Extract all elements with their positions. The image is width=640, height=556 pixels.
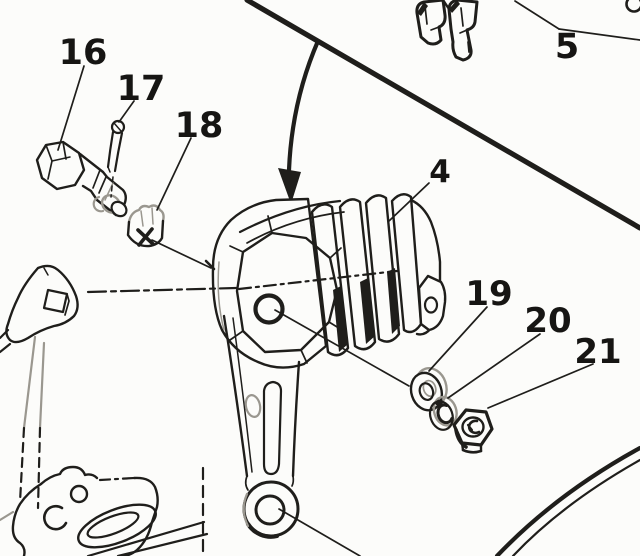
callout-label-17: 17 — [117, 69, 166, 109]
cotter-pin-17-drawing — [106, 119, 126, 198]
rod-lever-drawing — [0, 264, 79, 354]
leader-lines — [57, 0, 640, 556]
callout-label-5: 5 — [555, 27, 579, 67]
callout-label-19: 19 — [465, 274, 512, 314]
castle-nut-18-drawing — [126, 204, 165, 248]
washer-19-drawing — [409, 367, 448, 412]
lock-washer-20-drawing — [428, 395, 458, 431]
curved-arrow — [278, 38, 321, 204]
callout-label-18: 18 — [175, 106, 224, 146]
callout-labels: 16 17 18 4 5 19 20 21 — [59, 27, 622, 372]
retainer-clip-drawing — [415, 0, 479, 62]
caliper-4-drawing — [204, 193, 447, 369]
brake-rods-drawing — [18, 335, 46, 510]
bolt-16-drawing — [35, 140, 128, 218]
callout-label-20: 20 — [524, 301, 571, 341]
wheel-edge-arc — [494, 445, 640, 556]
callout-label-16: 16 — [59, 33, 108, 73]
caliper-arm-drawing — [222, 314, 301, 539]
bottom-bracket-drawing — [0, 465, 209, 556]
callout-label-21: 21 — [574, 332, 621, 372]
callout-label-4: 4 — [429, 154, 451, 190]
cable-line — [244, 0, 640, 231]
nut-21-drawing — [452, 408, 494, 454]
corner-part-fragment — [625, 0, 640, 13]
